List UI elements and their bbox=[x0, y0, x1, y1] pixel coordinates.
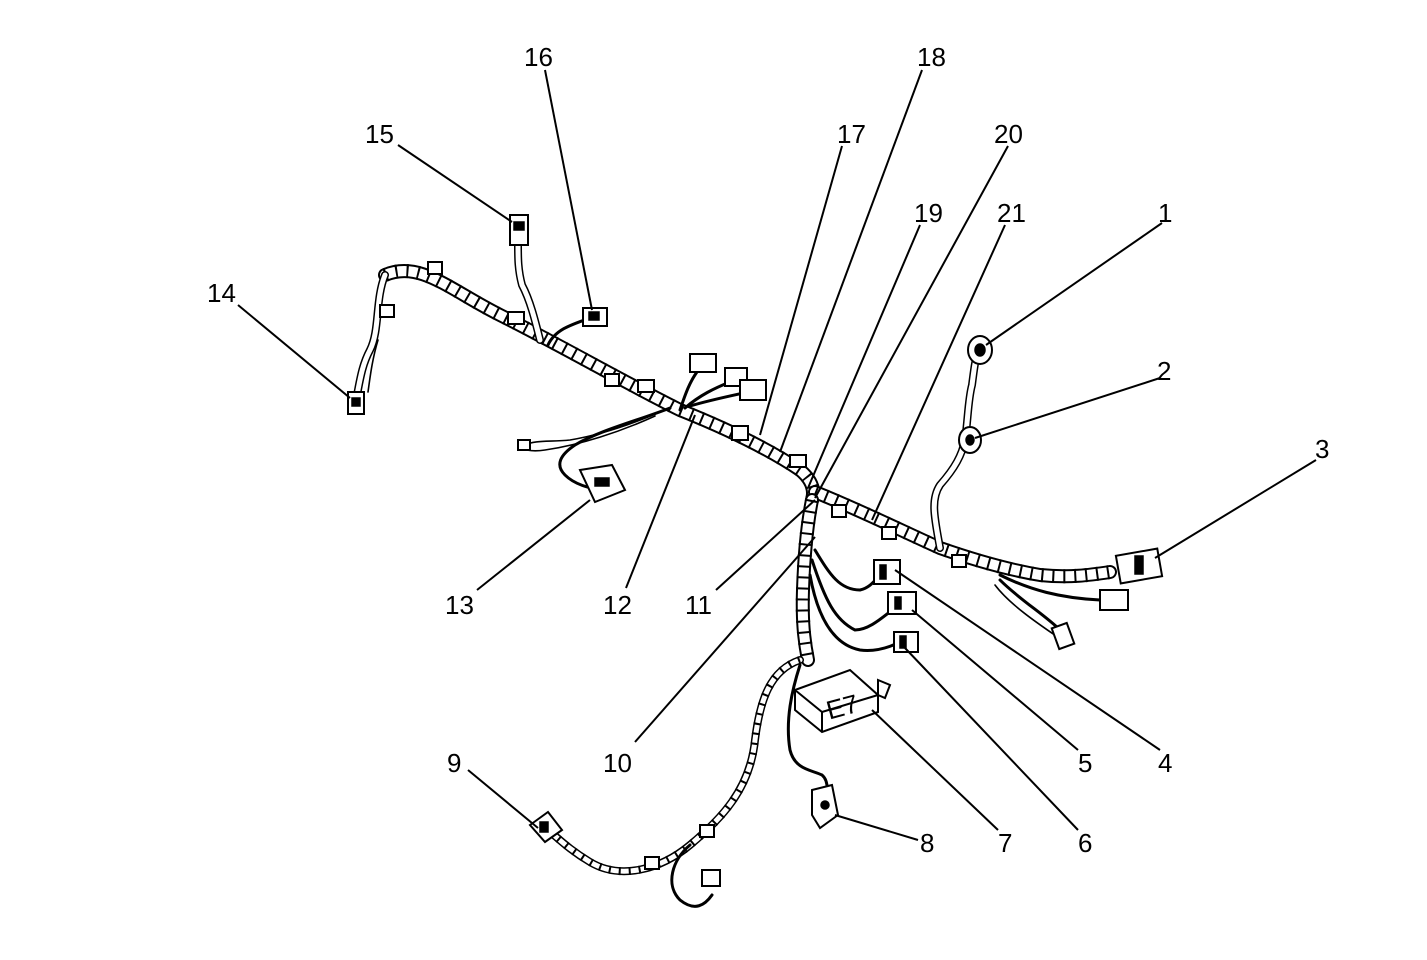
callout-11: 11 bbox=[685, 590, 712, 620]
harness-trunk-left bbox=[378, 264, 821, 507]
fuse-block-7: E7 bbox=[794, 668, 892, 734]
connector-2 bbox=[958, 426, 982, 454]
callout-10: 10 bbox=[603, 748, 632, 778]
harness-clips bbox=[379, 261, 967, 870]
branch-to-3-sub bbox=[994, 573, 1102, 641]
callout-17: 17 bbox=[837, 119, 866, 149]
connector-3-sub bbox=[1050, 589, 1129, 651]
callout-12: 12 bbox=[603, 590, 632, 620]
callout-18: 18 bbox=[917, 42, 946, 72]
callout-2: 2 bbox=[1157, 356, 1171, 386]
callout-21: 21 bbox=[997, 198, 1026, 228]
callout-labels: 1 2 3 4 5 6 7 8 9 10 11 12 13 14 15 16 1… bbox=[207, 42, 1329, 858]
connector-5 bbox=[887, 591, 917, 615]
callout-4: 4 bbox=[1158, 748, 1172, 778]
callout-7: 7 bbox=[998, 828, 1012, 858]
branch-to-15 bbox=[514, 241, 544, 344]
connector-13-small bbox=[517, 439, 531, 451]
branch-to-9 bbox=[544, 656, 804, 908]
connector-15 bbox=[509, 214, 529, 246]
callout-16: 16 bbox=[524, 42, 553, 72]
callout-14: 14 bbox=[207, 278, 236, 308]
callout-15: 15 bbox=[365, 119, 394, 149]
connector-1 bbox=[967, 335, 993, 365]
branch-to-8 bbox=[786, 663, 829, 802]
callout-20: 20 bbox=[994, 119, 1023, 149]
connector-3 bbox=[1114, 547, 1164, 585]
connector-4 bbox=[873, 559, 901, 585]
harness-trunk-down bbox=[795, 493, 819, 667]
callout-8: 8 bbox=[920, 828, 934, 858]
callout-13: 13 bbox=[445, 590, 474, 620]
callout-5: 5 bbox=[1078, 748, 1092, 778]
connector-14 bbox=[347, 391, 365, 415]
callout-19: 19 bbox=[914, 198, 943, 228]
connector-9 bbox=[528, 810, 564, 844]
callout-1: 1 bbox=[1158, 198, 1172, 228]
leader-lines bbox=[237, 69, 1317, 841]
connector-9-sub bbox=[701, 869, 721, 887]
connector-16 bbox=[582, 307, 608, 327]
callout-6: 6 bbox=[1078, 828, 1092, 858]
connector-8 bbox=[811, 783, 840, 830]
connector-12-group bbox=[689, 353, 767, 401]
callout-9: 9 bbox=[447, 748, 461, 778]
connector-6 bbox=[893, 631, 919, 653]
connector-13 bbox=[578, 463, 627, 504]
callout-3: 3 bbox=[1315, 434, 1329, 464]
branch-to-14 bbox=[353, 271, 389, 399]
